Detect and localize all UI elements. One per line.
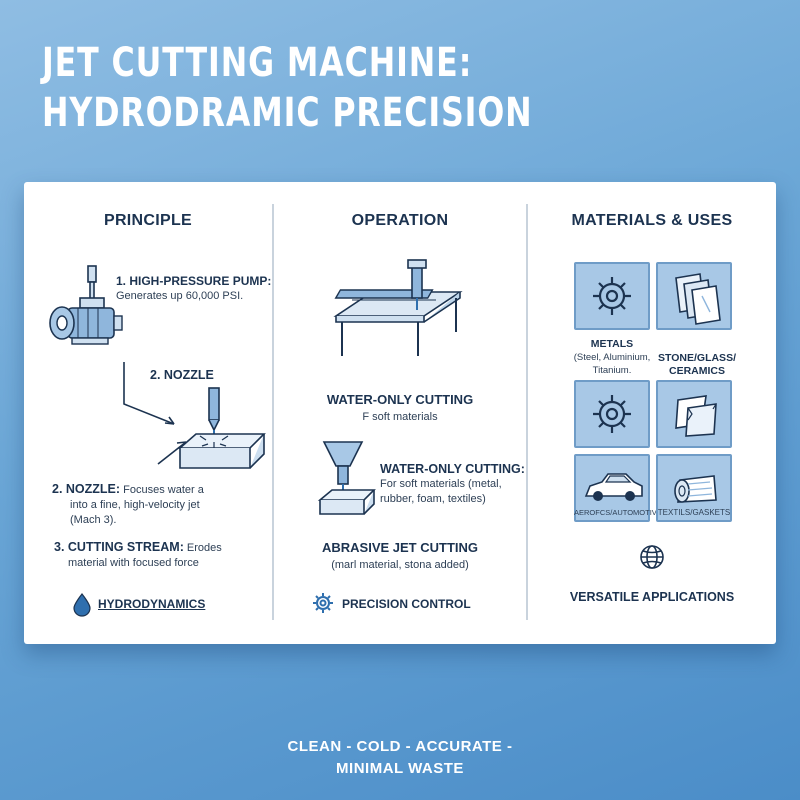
pump-step: 1. HIGH-PRESSURE PUMP: Generates up 60,0… xyxy=(116,274,276,304)
water-only-desc-2-1: For soft materials (metal, xyxy=(380,478,502,490)
title-line-1: JET CUTTING MACHINE: xyxy=(42,40,473,86)
water-only-title: WATER-ONLY CUTTING xyxy=(326,392,474,407)
water-only-step-2: WATER-ONLY CUTTING: For soft materials (… xyxy=(380,462,530,507)
globe-icon xyxy=(640,545,664,569)
fabric-roll-icon xyxy=(674,475,717,503)
tagline-line-2: MINIMAL WASTE xyxy=(336,760,464,777)
nozzle-step-line-1: 2. NOZZLE: Focuses water a xyxy=(52,482,272,498)
operation-heading: OPERATION xyxy=(351,212,449,229)
glass-panes-icon xyxy=(675,273,721,325)
column-divider-2 xyxy=(526,204,528,620)
abrasive-title: ABRASIVE JET CUTTING xyxy=(321,540,478,555)
gear-icon xyxy=(593,395,631,433)
cnc-table-icon xyxy=(333,259,463,356)
info-panel: PRINCIPLE 1. HIGH-PRESSURE PUMP: Generat… xyxy=(24,182,776,644)
nozzle-step: 2. NOZZLE: Focuses water a into a fine, … xyxy=(52,482,272,528)
page-title: JET CUTTING MACHINE: HYDRODRAMIC PRECISI… xyxy=(42,38,533,138)
stone-slabs-icon xyxy=(675,395,717,437)
nozzle-callout: 2. NOZZLE xyxy=(150,368,214,382)
nozzle-desc-2: into a fine, high-velocity jet xyxy=(70,499,200,511)
tagline-line-1: CLEAN - COLD - ACCURATE - xyxy=(287,738,513,755)
stream-step-line-1: 3. CUTTING STREAM: Erodes xyxy=(54,540,274,556)
metals-tile xyxy=(574,262,650,330)
stream-desc-1: Erodes xyxy=(186,542,222,554)
nozzle-cutting-diagram xyxy=(123,362,266,469)
column-divider-1 xyxy=(272,204,274,620)
pump-icon xyxy=(49,265,123,345)
stream-step: 3. CUTTING STREAM: Erodes material with … xyxy=(54,540,274,571)
textiles-gaskets-label: TEXTILS/GASKETS xyxy=(657,508,731,517)
gear-icon xyxy=(313,593,333,613)
metals-tile-2 xyxy=(574,380,650,448)
metals-label: METALS (Steel, Aluminium, Titanium. xyxy=(564,338,660,377)
hydrodynamics-label: HYDRODYNAMICS xyxy=(98,597,206,611)
water-drop-icon xyxy=(73,593,91,617)
metals-desc-2: Titanium. xyxy=(592,365,632,376)
precision-control-label: PRECISION CONTROL xyxy=(342,597,471,611)
water-only-desc: F soft materials xyxy=(362,411,438,423)
versatile-applications-label: VERSATILE APPLICATIONS xyxy=(569,590,735,604)
water-only-desc-2-2: rubber, foam, textiles) xyxy=(380,493,486,505)
nozzle-label: 2. NOZZLE: xyxy=(52,482,121,496)
textiles-gaskets-tile xyxy=(656,454,732,522)
stream-desc-2: material with focused force xyxy=(68,557,199,569)
nozzle-desc-1: Focuses water a xyxy=(123,484,204,496)
nozzle-desc-3: (Mach 3). xyxy=(70,514,117,526)
abrasive-desc: (marl material, stona added) xyxy=(331,559,469,571)
car-icon xyxy=(584,473,643,501)
stone-glass-tile xyxy=(656,262,732,330)
stream-label: 3. CUTTING STREAM: xyxy=(54,540,184,554)
materials-heading: MATERIALS & USES xyxy=(571,212,733,229)
pump-label: 1. HIGH-PRESSURE PUMP: xyxy=(116,274,272,288)
metals-desc-1: (Steel, Aluminium, xyxy=(573,352,651,363)
aerospace-automotive-tile xyxy=(574,454,650,522)
principle-heading: PRINCIPLE xyxy=(103,212,193,229)
pump-description: Generates up 60,000 PSI. xyxy=(116,290,244,302)
stone-label: STONE/GLASS/ CERAMICS xyxy=(652,352,742,378)
stone-tile-2 xyxy=(656,380,732,448)
gear-icon xyxy=(593,277,631,315)
stone-title-2: CERAMICS xyxy=(668,365,725,377)
metals-title: METALS xyxy=(590,338,634,350)
abrasive-nozzle-icon xyxy=(317,441,376,515)
water-only-title-2: WATER-ONLY CUTTING: xyxy=(380,462,525,476)
aerospace-automotive-label: AEROFCS/AUTOMOTIVE xyxy=(574,508,662,517)
title-line-2: HYDRODRAMIC PRECISION xyxy=(42,90,533,136)
stone-title-1: STONE/GLASS/ xyxy=(658,352,736,364)
